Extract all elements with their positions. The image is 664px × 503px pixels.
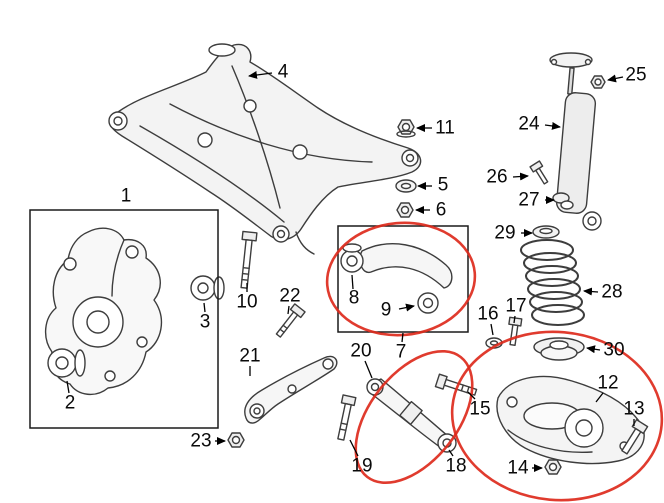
part-bushing-9 — [417, 292, 439, 314]
part-bolt-15 — [434, 373, 478, 396]
part-spring-seat-29 — [532, 225, 560, 239]
part-bolt-26 — [529, 160, 549, 185]
part-bolt-17 — [508, 316, 523, 346]
part-nut-25 — [590, 75, 606, 89]
part-shock-absorber — [549, 52, 602, 231]
part-crossmember — [108, 43, 422, 255]
grouping-boxes — [29, 209, 469, 429]
part-nut-14 — [544, 459, 562, 475]
part-grommet-27 — [552, 192, 574, 210]
part-coil-spring — [520, 239, 585, 326]
part-knuckle — [45, 227, 162, 395]
part-spring-mount-30 — [533, 337, 585, 361]
part-bushing-2 — [47, 348, 86, 378]
red-highlight-circles — [325, 221, 664, 502]
part-lower-arm — [496, 375, 645, 465]
part-bushing-8 — [340, 243, 364, 273]
part-nut-6 — [396, 202, 414, 218]
part-bolt-10 — [240, 230, 258, 289]
leader-lines — [66, 70, 635, 472]
part-trailing-arm — [244, 355, 338, 424]
part-bolt-22 — [275, 303, 306, 338]
part-nut-11 — [396, 119, 416, 138]
part-nut-23 — [227, 432, 245, 448]
part-washer-5 — [395, 179, 417, 193]
part-upper-arm — [340, 243, 453, 314]
part-bushing-3 — [190, 275, 225, 301]
part-bolt-19 — [337, 394, 357, 441]
